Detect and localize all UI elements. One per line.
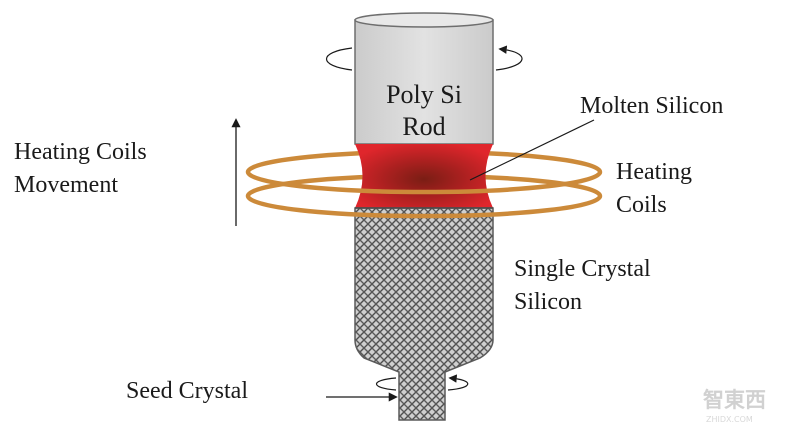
watermark-sub: ZHIDX.COM xyxy=(706,415,753,424)
single-crystal-body xyxy=(354,207,494,421)
movement-label-line2: Movement xyxy=(14,172,118,198)
molten-zone xyxy=(355,144,493,208)
molten-leader-line xyxy=(469,119,595,181)
movement-label-line1: Heating Coils xyxy=(14,139,147,165)
heating-coils-front xyxy=(245,171,603,219)
single-crystal-label-line2: Silicon xyxy=(514,289,582,315)
poly-si-label-line1: Poly Si xyxy=(386,80,462,109)
seed-rotation-arrow xyxy=(375,374,469,391)
poly-si-label-line2: Rod xyxy=(402,112,445,141)
seed-crystal-label: Seed Crystal xyxy=(126,378,248,404)
watermark-brand: 智東西 xyxy=(703,388,766,412)
poly-si-rod xyxy=(354,12,494,145)
heating-coils-label-line1: Heating xyxy=(616,159,692,185)
single-crystal-label-line1: Single Crystal xyxy=(514,256,651,282)
rod-rotation-arrow xyxy=(325,45,523,71)
watermark-logo: 智東西 ZHIDX.COM xyxy=(703,388,766,424)
heating-coils-label-line2: Coils xyxy=(616,192,667,218)
molten-silicon-label: Molten Silicon xyxy=(580,93,723,119)
